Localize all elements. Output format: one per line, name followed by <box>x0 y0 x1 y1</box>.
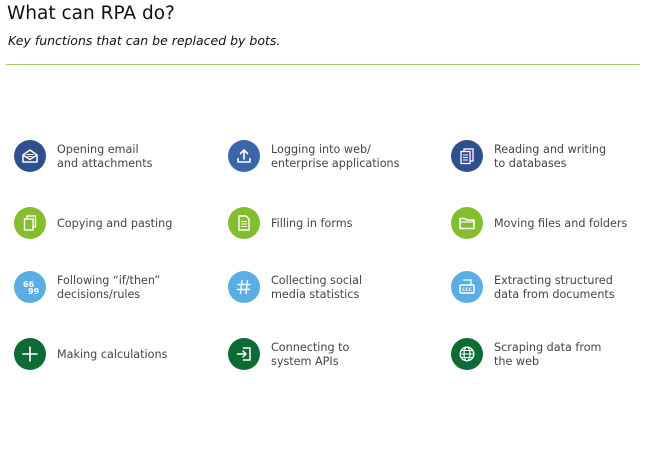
function-item-copy-paste: Copying and pasting <box>14 207 224 241</box>
function-item-files: Moving files and folders <box>451 207 645 241</box>
svg-text:CCC: CCC <box>462 287 473 293</box>
function-label: Following “if/then”decisions/rules <box>57 274 161 301</box>
function-item-forms: Filling in forms <box>228 207 438 241</box>
page-subtitle: Key functions that can be replaced by bo… <box>8 33 281 48</box>
hashtag-icon <box>228 271 260 303</box>
documents-icon <box>451 140 483 172</box>
function-label: Filling in forms <box>271 217 353 230</box>
function-label: Moving files and folders <box>494 217 628 230</box>
svg-text:66: 66 <box>23 280 35 289</box>
function-label: Logging into web/enterprise applications <box>271 143 400 170</box>
copy-icon <box>14 207 46 239</box>
page-title: What can RPA do? <box>7 3 175 24</box>
function-label: Copying and pasting <box>57 217 173 230</box>
plus-icon <box>14 338 46 370</box>
function-item-login: Logging into web/enterprise applications <box>228 140 438 174</box>
function-label: Making calculations <box>57 348 168 361</box>
form-icon <box>228 207 260 239</box>
login-icon <box>228 338 260 370</box>
folder-icon <box>451 207 483 239</box>
function-item-calculations: Making calculations <box>14 338 224 372</box>
upload-icon <box>228 140 260 172</box>
scanner-icon: CCC <box>451 271 483 303</box>
svg-text:99: 99 <box>28 287 40 296</box>
globe-icon <box>451 338 483 370</box>
header-divider <box>6 64 640 65</box>
envelope-icon <box>14 140 46 172</box>
